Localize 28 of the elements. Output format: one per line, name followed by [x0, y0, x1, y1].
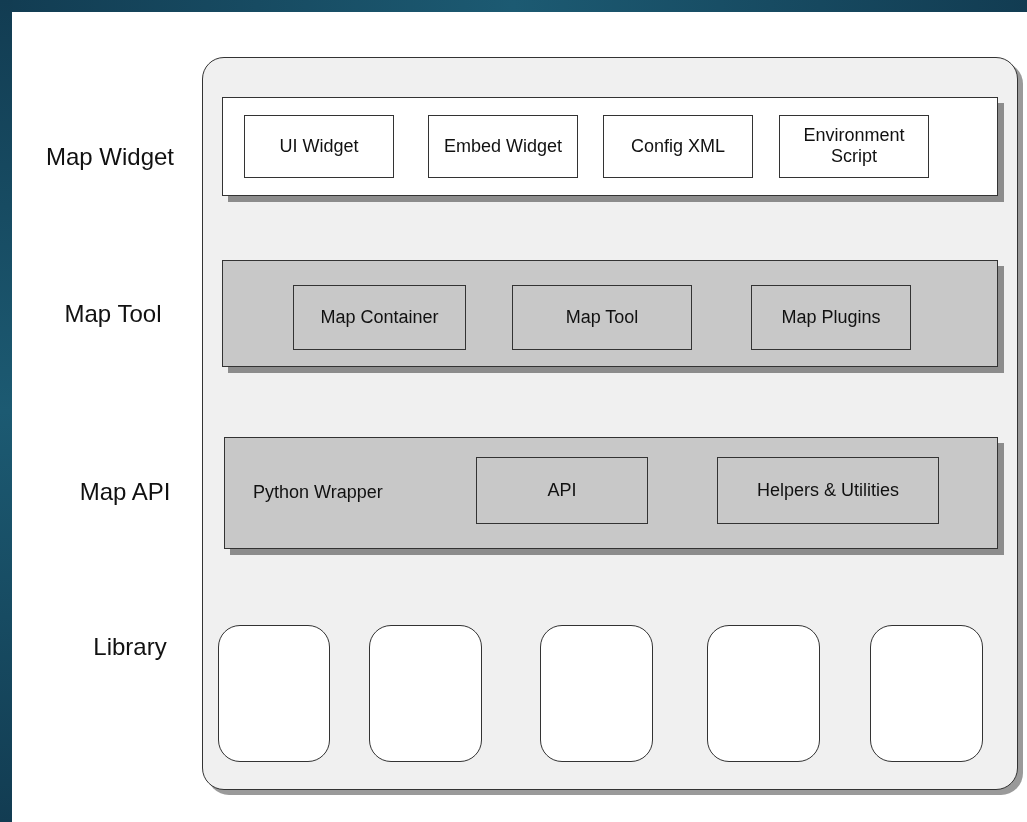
component-label: Embed Widget [442, 135, 564, 158]
library-box [540, 625, 653, 762]
layer-name: Map Widget [45, 143, 175, 171]
component-box [717, 457, 939, 524]
component-box [512, 285, 692, 350]
layer-name: Map API [79, 478, 171, 506]
component-box [428, 115, 578, 178]
component-label: Map Container [319, 306, 440, 329]
component-label: Map Tool [564, 306, 640, 329]
component-label: UI Widget [278, 135, 360, 158]
component-box [779, 115, 929, 178]
component-label: API [546, 479, 578, 502]
component-label: Config XML [629, 135, 726, 158]
component-box [751, 285, 911, 350]
library-box [218, 625, 330, 762]
component-box [293, 285, 466, 350]
component-label: Environment Script [802, 124, 906, 169]
component-box [476, 457, 648, 524]
component-box [603, 115, 753, 178]
component-label: Helpers & Utilities [755, 479, 900, 502]
library-box [870, 625, 983, 762]
library-box [369, 625, 482, 762]
layer-name: Map Tool [64, 300, 162, 328]
layer-label: Python Wrapper [252, 482, 384, 504]
library-box [707, 625, 820, 762]
component-box [244, 115, 394, 178]
component-label: Map Plugins [780, 306, 882, 329]
layer-name: Library [93, 633, 167, 661]
